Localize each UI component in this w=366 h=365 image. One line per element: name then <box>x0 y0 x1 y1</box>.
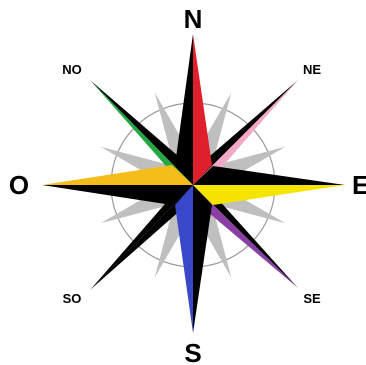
label-northeast: NE <box>303 62 321 77</box>
east-colored-half <box>193 185 345 205</box>
north-dark-half <box>175 34 193 185</box>
point-east <box>193 166 345 205</box>
label-east: E <box>352 170 366 200</box>
label-northwest: NO <box>62 62 82 77</box>
east-dark-half <box>193 166 345 185</box>
west-dark-half <box>42 185 193 205</box>
label-southeast: SE <box>303 291 321 306</box>
point-west <box>42 165 193 205</box>
point-south <box>175 185 212 333</box>
south-colored-half <box>175 185 193 333</box>
north-colored-half <box>193 34 212 185</box>
label-southwest: SO <box>63 291 82 306</box>
point-north <box>175 34 212 185</box>
west-colored-half <box>42 165 193 185</box>
label-south: S <box>184 338 201 365</box>
label-west: O <box>9 170 29 200</box>
south-dark-half <box>193 185 212 333</box>
label-north: N <box>184 4 203 34</box>
